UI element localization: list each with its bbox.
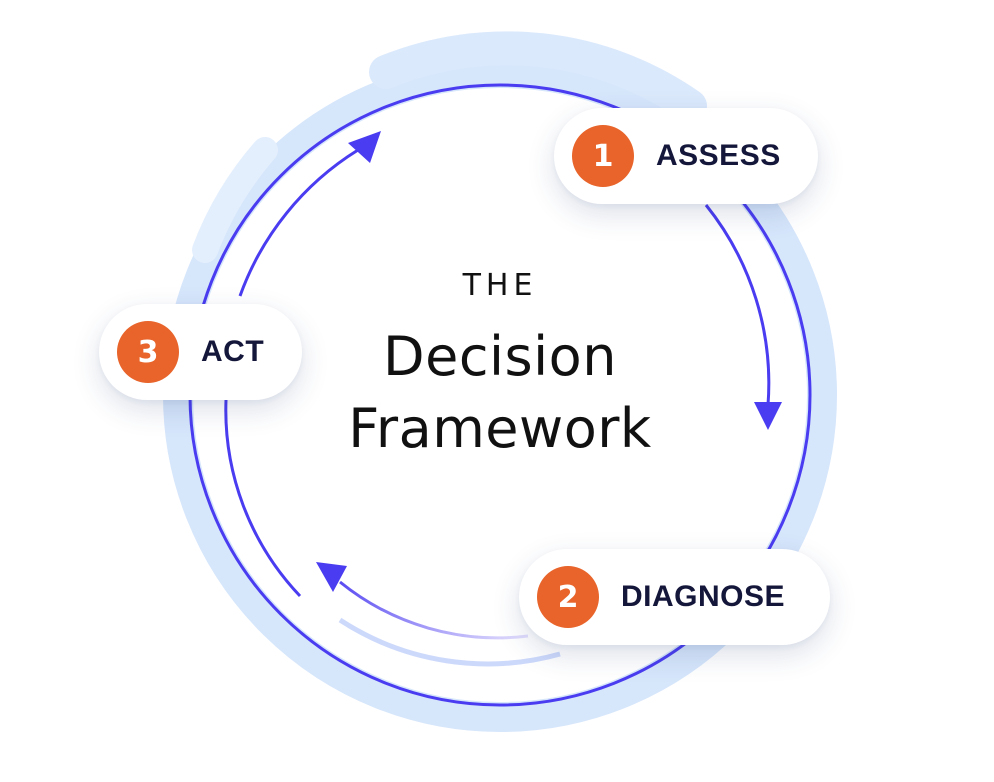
step-number-badge: 3 xyxy=(117,321,179,383)
step-label-diagnose: DIAGNOSE xyxy=(621,580,786,613)
arc-assess-to-diagnose xyxy=(704,204,771,406)
step-number-badge: 1 xyxy=(572,125,634,187)
title-line-decision: Decision xyxy=(383,325,617,388)
arc-act-to-assess xyxy=(238,148,359,297)
glow-arc-left xyxy=(192,137,278,263)
step-label-assess: ASSESS xyxy=(656,139,781,172)
arrowhead-down xyxy=(754,402,782,430)
step-number-badge: 2 xyxy=(537,566,599,628)
arc-inner-bottom-light xyxy=(338,617,561,667)
step-assess-card: 1 ASSESS xyxy=(554,108,818,204)
step-act-card: 3 ACT xyxy=(99,304,302,400)
arrowhead-up xyxy=(348,131,381,163)
arc-inner-left xyxy=(224,399,302,598)
title-line-framework: Framework xyxy=(348,397,652,460)
title-kicker: THE xyxy=(462,268,538,303)
step-label-act: ACT xyxy=(201,335,265,368)
glow-arc-top xyxy=(369,31,707,123)
arrowhead-left xyxy=(316,562,347,592)
arc-diagnose-to-act xyxy=(339,580,529,640)
step-diagnose-card: 2 DIAGNOSE xyxy=(519,549,830,645)
